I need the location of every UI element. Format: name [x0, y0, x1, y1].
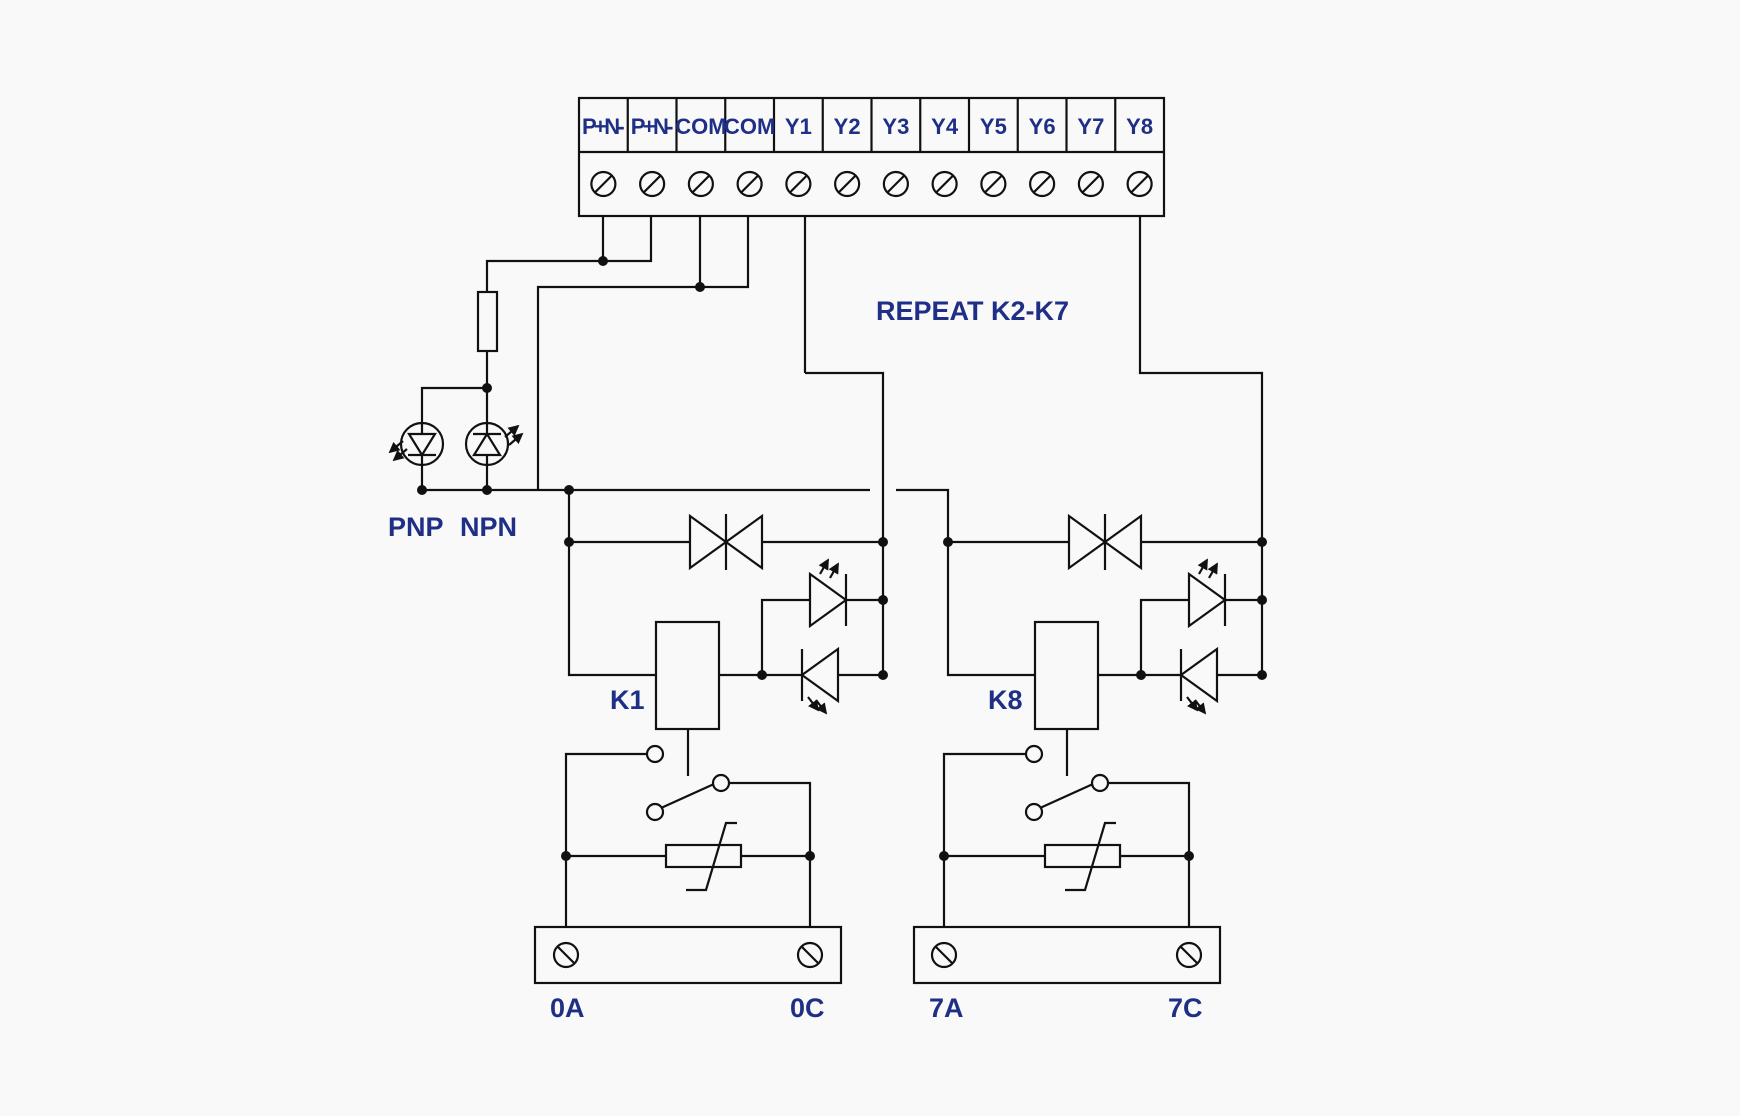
tvs-diode-icon: [1067, 513, 1143, 571]
pnp-label: PNP: [388, 512, 444, 542]
screw-icon: [1175, 941, 1203, 969]
screw-icon: [1029, 170, 1056, 198]
screw-icon: [639, 170, 666, 198]
top-terminal-label: Y8: [1126, 114, 1153, 139]
screw-icon: [1126, 170, 1153, 198]
common-bus: [422, 485, 950, 542]
relay-coil-k1: [654, 620, 721, 731]
top-terminal-label: Y2: [834, 114, 861, 139]
bottom-terminal-left: [533, 925, 843, 985]
npn-label: NPN: [460, 512, 517, 542]
input-indicator-circuit: [388, 290, 524, 495]
screw-icon: [736, 170, 763, 198]
npn-led-icon: [464, 421, 524, 490]
relay-channel-k1: [561, 216, 888, 927]
pnp-led-icon: [388, 420, 445, 490]
varistor-symbol: [1043, 843, 1122, 869]
relay-channel-k8: [939, 216, 1267, 927]
screw-icon: [930, 941, 958, 969]
top-terminal-label: P+N-: [582, 114, 625, 139]
relay-k8-label: K8: [988, 685, 1023, 715]
resistor-symbol: [476, 290, 499, 353]
terminal-0a-label: 0A: [550, 993, 585, 1023]
terminal-7c-label: 7C: [1168, 993, 1203, 1023]
screw-icon: [1077, 170, 1104, 198]
top-terminal-label: COM: [724, 114, 775, 139]
relay-k1-label: K1: [610, 685, 645, 715]
screw-icon: [590, 170, 617, 198]
status-led-icon: [1179, 646, 1219, 715]
status-led-icon: [800, 646, 840, 715]
top-terminal-label: Y1: [785, 114, 812, 139]
screw-icon: [687, 170, 714, 198]
status-led-icon: [1187, 558, 1227, 629]
bottom-terminal-right: [912, 925, 1222, 985]
terminal-7a-label: 7A: [929, 993, 964, 1023]
supply-wiring: [485, 216, 750, 490]
varistor-symbol: [664, 843, 743, 869]
screw-icon: [980, 170, 1007, 198]
screw-icon: [785, 170, 812, 198]
terminal-0c-label: 0C: [790, 993, 825, 1023]
screw-icon: [796, 941, 824, 969]
tvs-diode-icon: [688, 513, 764, 571]
screw-icon: [834, 170, 861, 198]
top-terminal-label: Y4: [931, 114, 959, 139]
status-led-icon: [808, 558, 848, 629]
top-terminal-label: Y6: [1029, 114, 1056, 139]
top-terminal-label: COM: [675, 114, 726, 139]
screw-icon: [931, 170, 958, 198]
top-terminal-label: Y7: [1077, 114, 1104, 139]
screw-icon: [552, 941, 580, 969]
top-terminal-label: Y3: [882, 114, 909, 139]
top-terminal-label: Y5: [980, 114, 1007, 139]
screw-icon: [882, 170, 909, 198]
repeat-note: REPEAT K2-K7: [876, 296, 1069, 326]
relay-coil-k8: [1033, 620, 1100, 731]
top-terminal-label: P+N-: [631, 114, 674, 139]
